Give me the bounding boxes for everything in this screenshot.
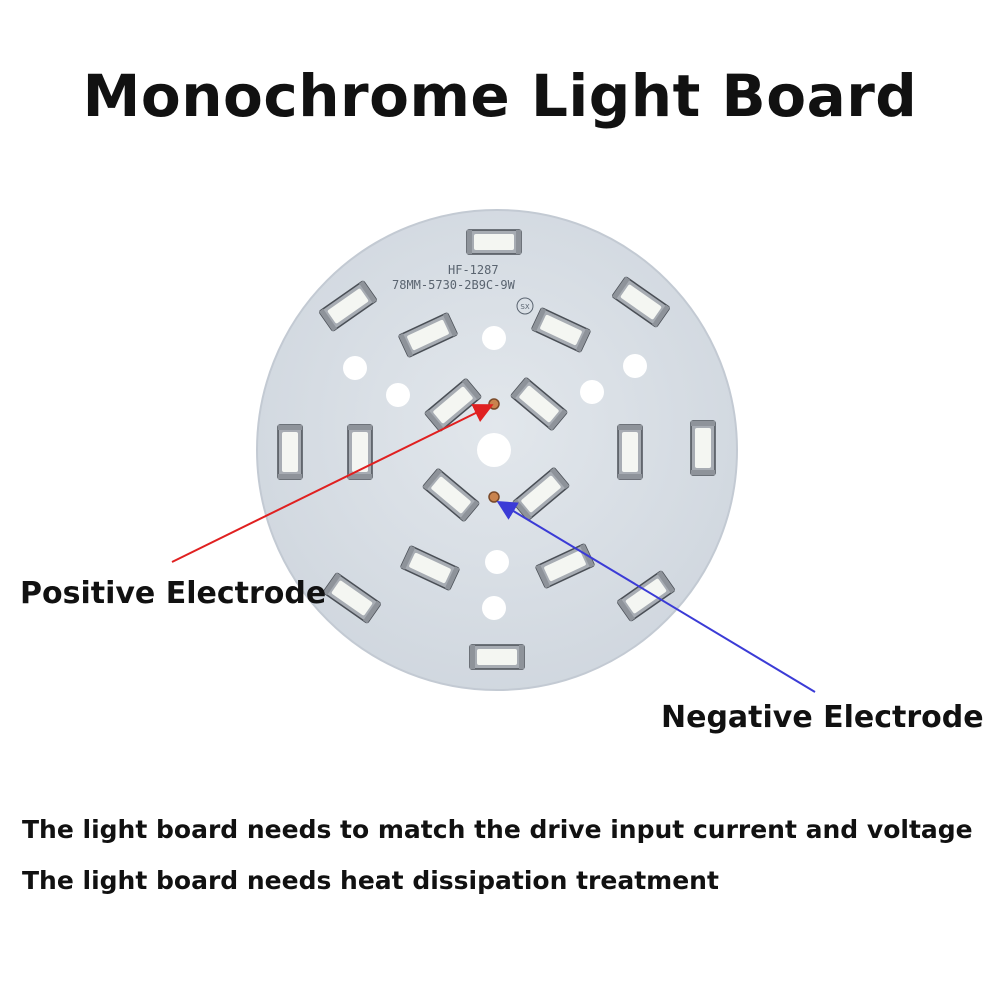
led-chip (347, 424, 373, 480)
mounting-hole (623, 354, 647, 378)
led-chip (531, 307, 591, 353)
positive-arrow (171, 404, 494, 563)
page-title: Monochrome Light Board (82, 62, 918, 130)
mounting-hole (386, 383, 410, 407)
mounting-hole (482, 326, 506, 350)
led-chip (466, 229, 522, 255)
led-chip (277, 424, 303, 480)
led-chip (422, 468, 480, 522)
mounting-hole (580, 380, 604, 404)
led-chip (318, 280, 378, 332)
pcb-logo-mark: SX (520, 303, 529, 311)
led-chip (611, 276, 671, 328)
mounting-hole (477, 433, 511, 467)
positive-pad (488, 398, 500, 410)
mounting-hole (343, 356, 367, 380)
led-chip (617, 424, 643, 480)
pcb-spec-text: 78MM-5730-2B9C-9W (392, 278, 516, 292)
mounting-holes (343, 326, 647, 620)
led-chip (616, 570, 676, 622)
positive-electrode-label: Positive Electrode (20, 576, 327, 611)
mounting-hole (482, 596, 506, 620)
mounting-hole (485, 550, 509, 574)
negative-pad (488, 491, 500, 503)
led-chip (690, 420, 716, 476)
led-chip (322, 572, 382, 624)
pcb-model-text: HF-1287 (448, 263, 499, 277)
led-chip (469, 644, 525, 670)
led-chip (510, 377, 568, 431)
led-chip (400, 545, 460, 591)
led-array (277, 229, 716, 670)
negative-electrode-label: Negative Electrode (661, 700, 984, 735)
led-chip (512, 467, 570, 521)
led-chip (398, 312, 458, 358)
note-current-voltage: The light board needs to match the drive… (22, 815, 973, 844)
negative-arrow (496, 500, 816, 693)
note-heat-dissipation: The light board needs heat dissipation t… (22, 866, 719, 895)
led-chip (424, 378, 482, 432)
